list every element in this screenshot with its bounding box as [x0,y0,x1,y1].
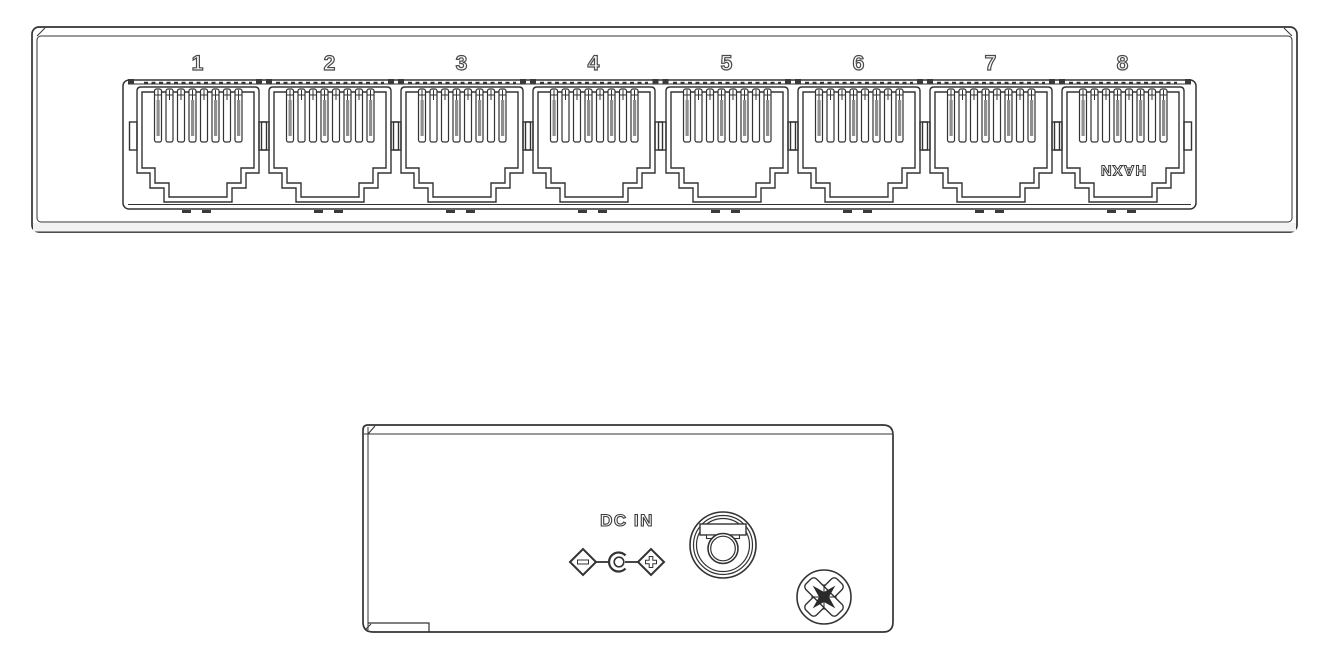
port-number-label: 5 [721,52,734,75]
polarity-negative-icon [577,559,589,565]
port-number-label: 3 [456,52,469,75]
phillips-screw-icon [796,569,852,625]
recess-top-tick-marks [128,79,1191,85]
rj45-port-5: 5 [657,51,797,204]
rj45-port-7: 7 [921,51,1061,204]
rj45-port-3: 3 [392,51,532,204]
corner-fold-notches [36,27,1293,37]
port-number-label: 1 [192,52,205,75]
polarity-positive-diamond [636,547,666,577]
front-panel-outline [31,26,1298,233]
rear-corner-fold-notches [364,425,376,631]
rj45-port-1: 1 [128,51,268,204]
dc-in-label: DC IN [600,511,654,530]
jack-center-pin [707,532,739,565]
rear-panel-outline [362,424,894,633]
polarity-tip-circle-icon [613,556,625,568]
front-panel-inner-fold [36,35,1293,223]
front-panel-view: 1 2 3 4 5 6 7 8 HAXN [31,26,1298,233]
dc-polarity-symbol [568,547,666,577]
port-number-label: 6 [853,52,866,75]
rj45-port-8: 8 HAXN [1053,51,1193,204]
port-recess-outline [122,79,1197,210]
dc-barrel-jack-icon [689,511,757,579]
port-number-label: 7 [985,52,998,75]
recess-bottom-tick-marks [182,210,1136,213]
polarity-positive-icon [645,556,657,568]
port-number-label: 8 [1117,52,1130,75]
rj45-port-6: 6 [789,51,929,204]
rear-bottom-tab-line [368,622,430,632]
rear-panel-view: DC IN [362,424,894,633]
bottom-fold-band [33,223,1296,232]
port8-rotated-marking: HAXN [1100,162,1147,179]
rj45-port-4: 4 [524,51,664,204]
port-number-label: 2 [324,52,337,75]
rj45-port-2: 2 [260,51,400,204]
port-number-label: 4 [588,52,601,75]
polarity-sleeve-arc-icon [607,551,627,573]
